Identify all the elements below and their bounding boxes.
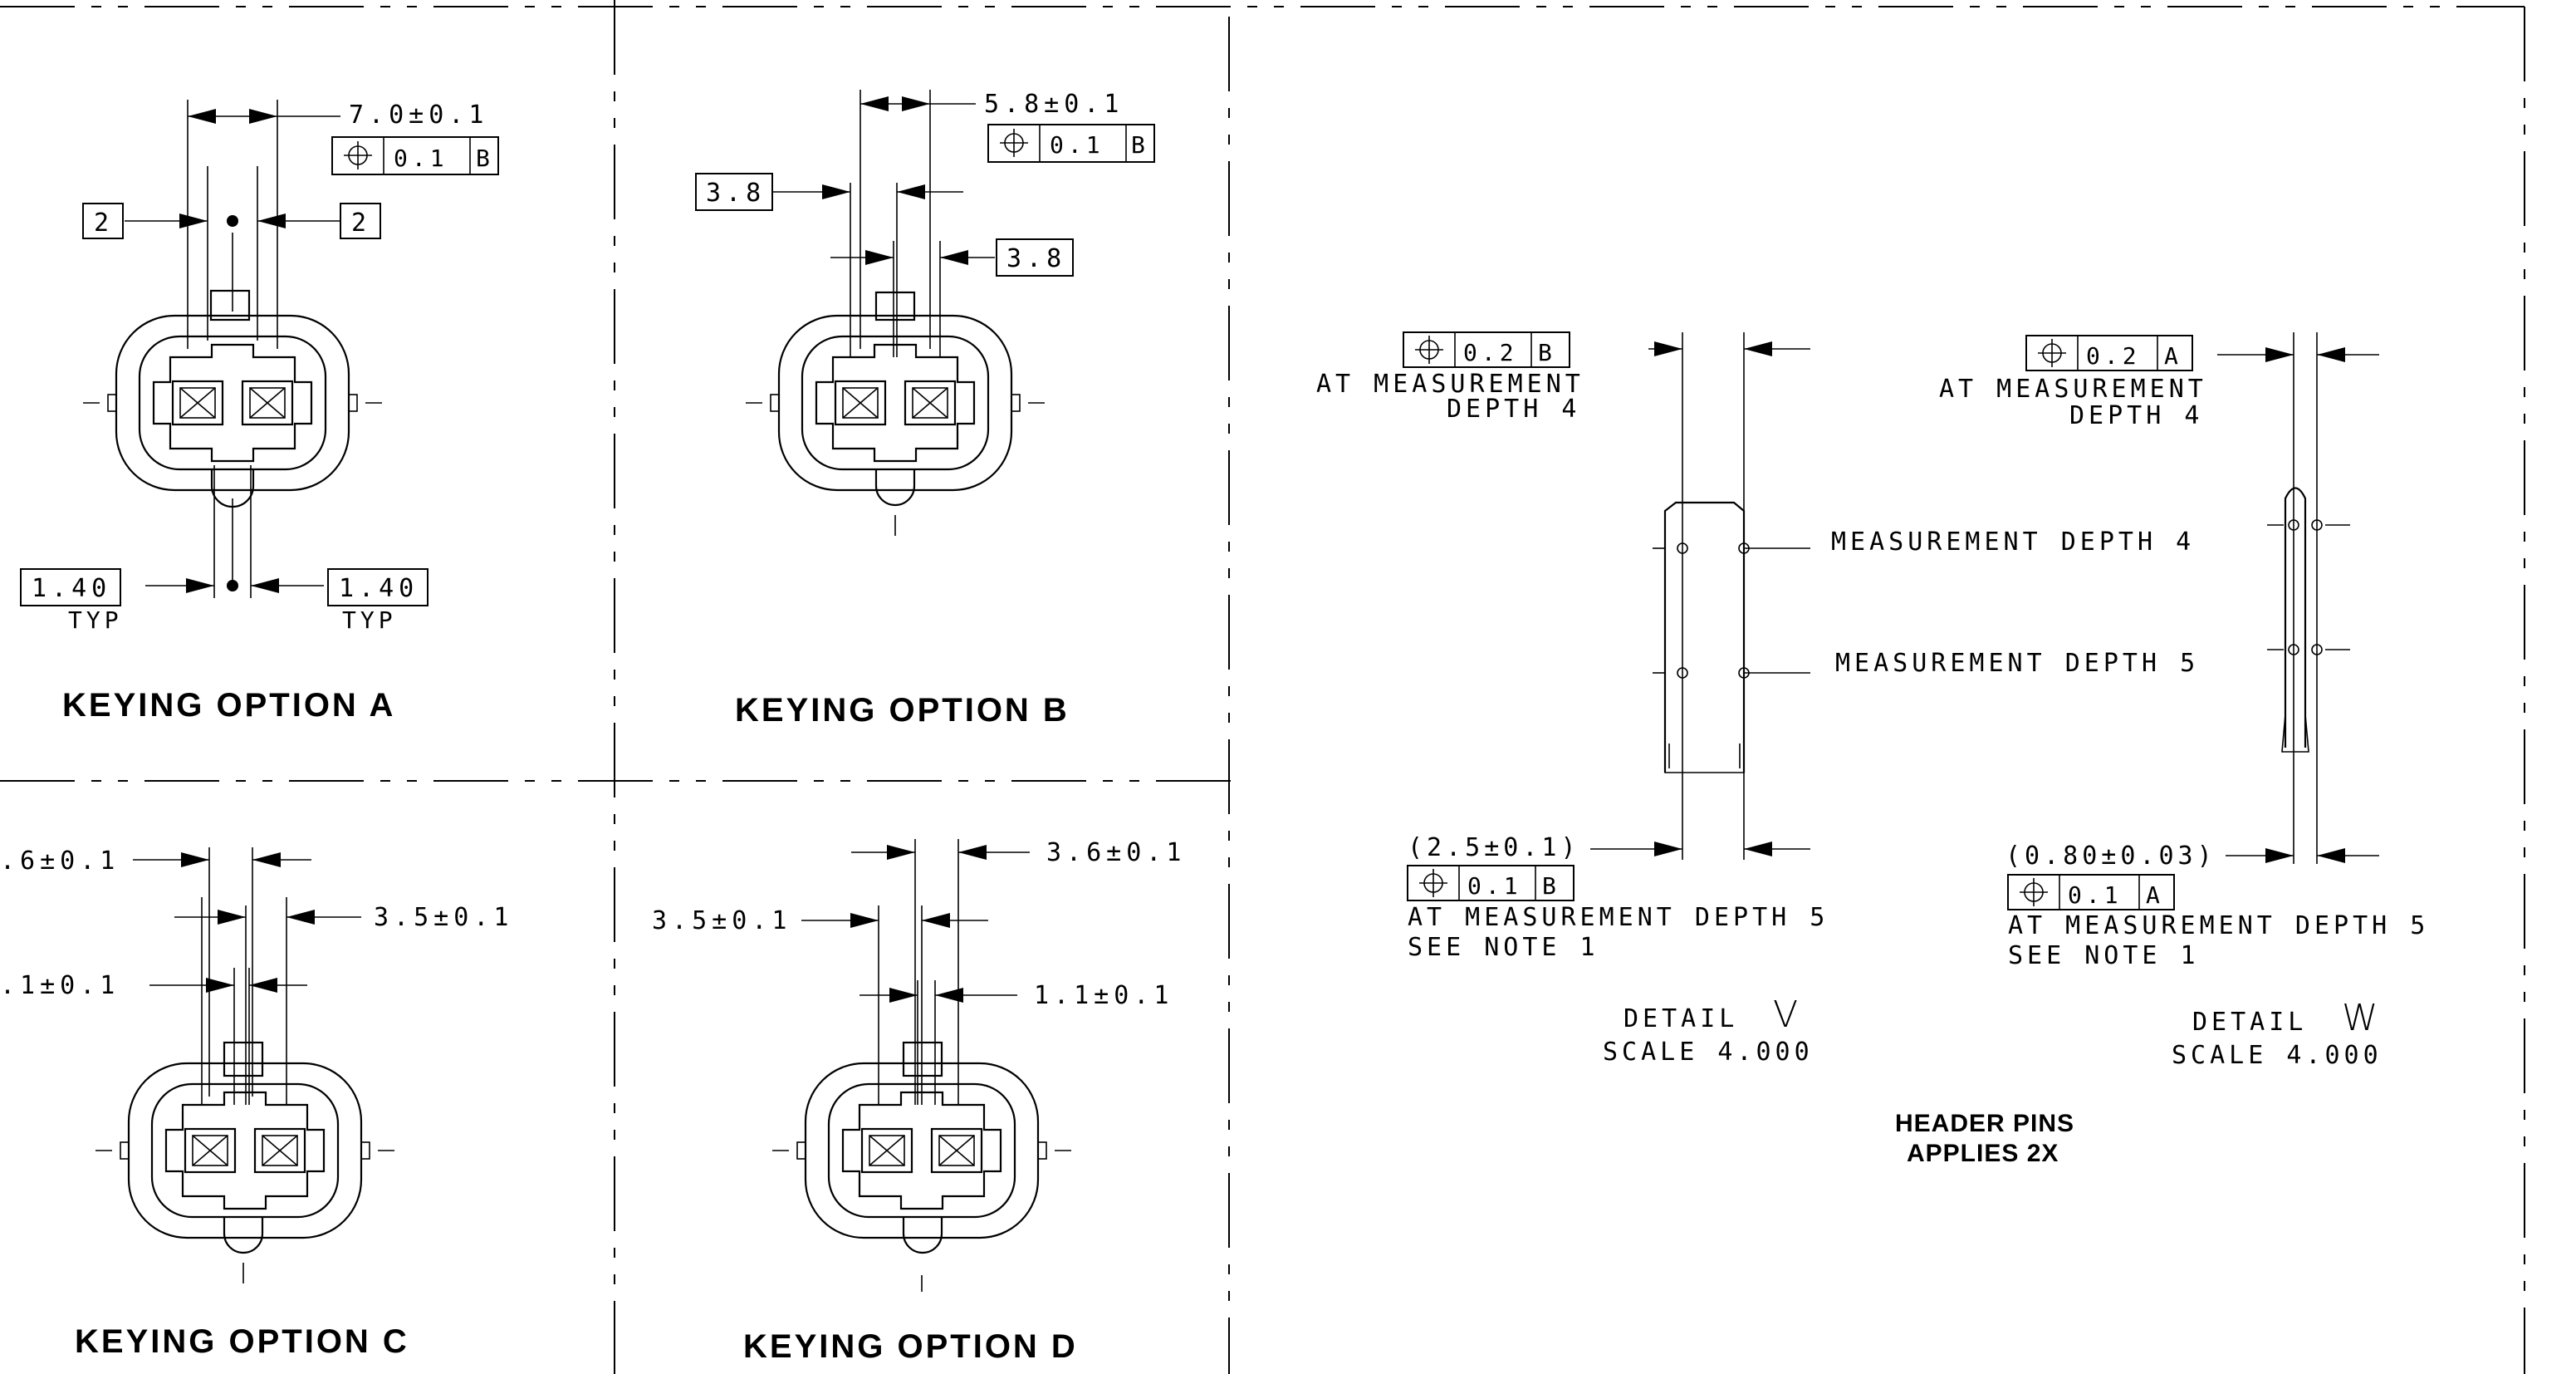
title-keying-c: KEYING OPTION C (75, 1323, 409, 1360)
label-depth5: MEASUREMENT DEPTH 5 (1835, 649, 2199, 678)
dim-a-top: 7.0±0.1 (349, 101, 488, 130)
fcf-b-value: 0.1 (1050, 131, 1104, 159)
dim-d-2: 3.5±0.1 (652, 906, 791, 935)
fcf-v-bottom: 0.1 B (1407, 865, 1574, 901)
keying-option-a: 7.0±0.1 0.1 B 2 2 1.40 TYP 1.40 TYP (20, 100, 499, 724)
dim-c-2: 3.5±0.1 (374, 903, 513, 932)
note-v-top-1: AT MEASUREMENT (1316, 370, 1584, 399)
fcf-a-datum: B (476, 145, 494, 172)
dim-w-bottom: (0.80±0.03) (2005, 842, 2216, 871)
box-a-right: 2 (351, 209, 371, 238)
detail-v-label: DETAIL (1623, 1004, 1738, 1033)
typ-a-left: 1.40 (32, 574, 111, 603)
fcf-v-top: 0.2 B (1403, 331, 1570, 368)
header-pins-label: HEADER PINS APPLIES 2X (1895, 1110, 2074, 1167)
box-b-right: 3.8 (1006, 244, 1066, 273)
dim-b-top: 5.8±0.1 (984, 90, 1124, 119)
note-w-top-2: DEPTH 4 (2069, 401, 2203, 430)
detail-v-scale: SCALE 4.000 (1603, 1038, 1814, 1067)
note-v-bottom-1: AT MEASUREMENT DEPTH 5 (1408, 903, 1829, 932)
note-v-top-2: DEPTH 4 (1447, 395, 1580, 424)
typ-a-right: 1.40 (339, 574, 419, 603)
keying-option-c: .6±0.1 3.5±0.1 .1±0.1 KEYING OPTION C (0, 846, 513, 1360)
header-pins-line2: APPLIES 2X (1907, 1140, 2059, 1167)
keying-option-d: 3.6±0.1 3.5±0.1 1.1±0.1 KEYING OPTION D (652, 838, 1186, 1365)
fcf-v-top-datum: B (1538, 339, 1556, 366)
fcf-w-top-value: 0.2 (2086, 342, 2141, 370)
dim-c-1: .6±0.1 (0, 846, 120, 876)
title-keying-a: KEYING OPTION A (62, 687, 395, 724)
dim-v-bottom: (2.5±0.1) (1408, 833, 1580, 862)
box-b-left: 3.8 (706, 179, 766, 208)
detail-w-label: DETAIL (2192, 1008, 2307, 1037)
label-depth4: MEASUREMENT DEPTH 4 (1831, 528, 2195, 557)
dim-d-1: 3.6±0.1 (1046, 838, 1186, 867)
detail-w-scale: SCALE 4.000 (2172, 1041, 2383, 1070)
detail-v: 0.2 B AT MEASUREMENT DEPTH 4 MEASUREMENT… (1316, 331, 2199, 1067)
fcf-v-bottom-value: 0.1 (1467, 872, 1522, 900)
fcf-a-value: 0.1 (394, 145, 448, 172)
fcf-v-top-value: 0.2 (1463, 339, 1518, 366)
fcf-b-datum: B (1131, 131, 1149, 159)
detail-w: 0.2 A AT MEASUREMENT DEPTH 4 (0.80±0.03)… (1939, 332, 2429, 1070)
box-a-left: 2 (94, 209, 114, 238)
dim-c-3: .1±0.1 (0, 971, 120, 1000)
fcf-w-top: 0.2 A (2025, 335, 2193, 371)
title-keying-d: KEYING OPTION D (743, 1328, 1078, 1365)
note-w-top-1: AT MEASUREMENT (1939, 375, 2207, 404)
fcf-v-bottom-datum: B (1542, 872, 1560, 900)
fcf-w-top-datum: A (2164, 342, 2182, 370)
fcf-b: 0.1 B (987, 124, 1155, 163)
detail-v-letter: V (1773, 994, 1798, 1036)
header-pins-line1: HEADER PINS (1895, 1110, 2074, 1137)
typ-a-left-note: TYP (68, 606, 123, 634)
fcf-w-bottom-value: 0.1 (2068, 881, 2123, 909)
keying-option-b: 5.8±0.1 0.1 B 3.8 3.8 KEYING OPTION B (695, 90, 1155, 729)
title-keying-b: KEYING OPTION B (735, 692, 1070, 729)
note-v-bottom-2: SEE NOTE 1 (1408, 933, 1599, 962)
fcf-a: 0.1 B (331, 136, 499, 175)
detail-w-letter: W (2342, 997, 2378, 1039)
fcf-w-bottom-datum: A (2146, 881, 2164, 909)
note-w-bottom-1: AT MEASUREMENT DEPTH 5 (2008, 911, 2429, 940)
dim-d-3: 1.1±0.1 (1034, 981, 1173, 1010)
typ-a-right-note: TYP (342, 606, 397, 634)
note-w-bottom-2: SEE NOTE 1 (2008, 941, 2200, 970)
fcf-w-bottom: 0.1 A (2007, 874, 2175, 910)
